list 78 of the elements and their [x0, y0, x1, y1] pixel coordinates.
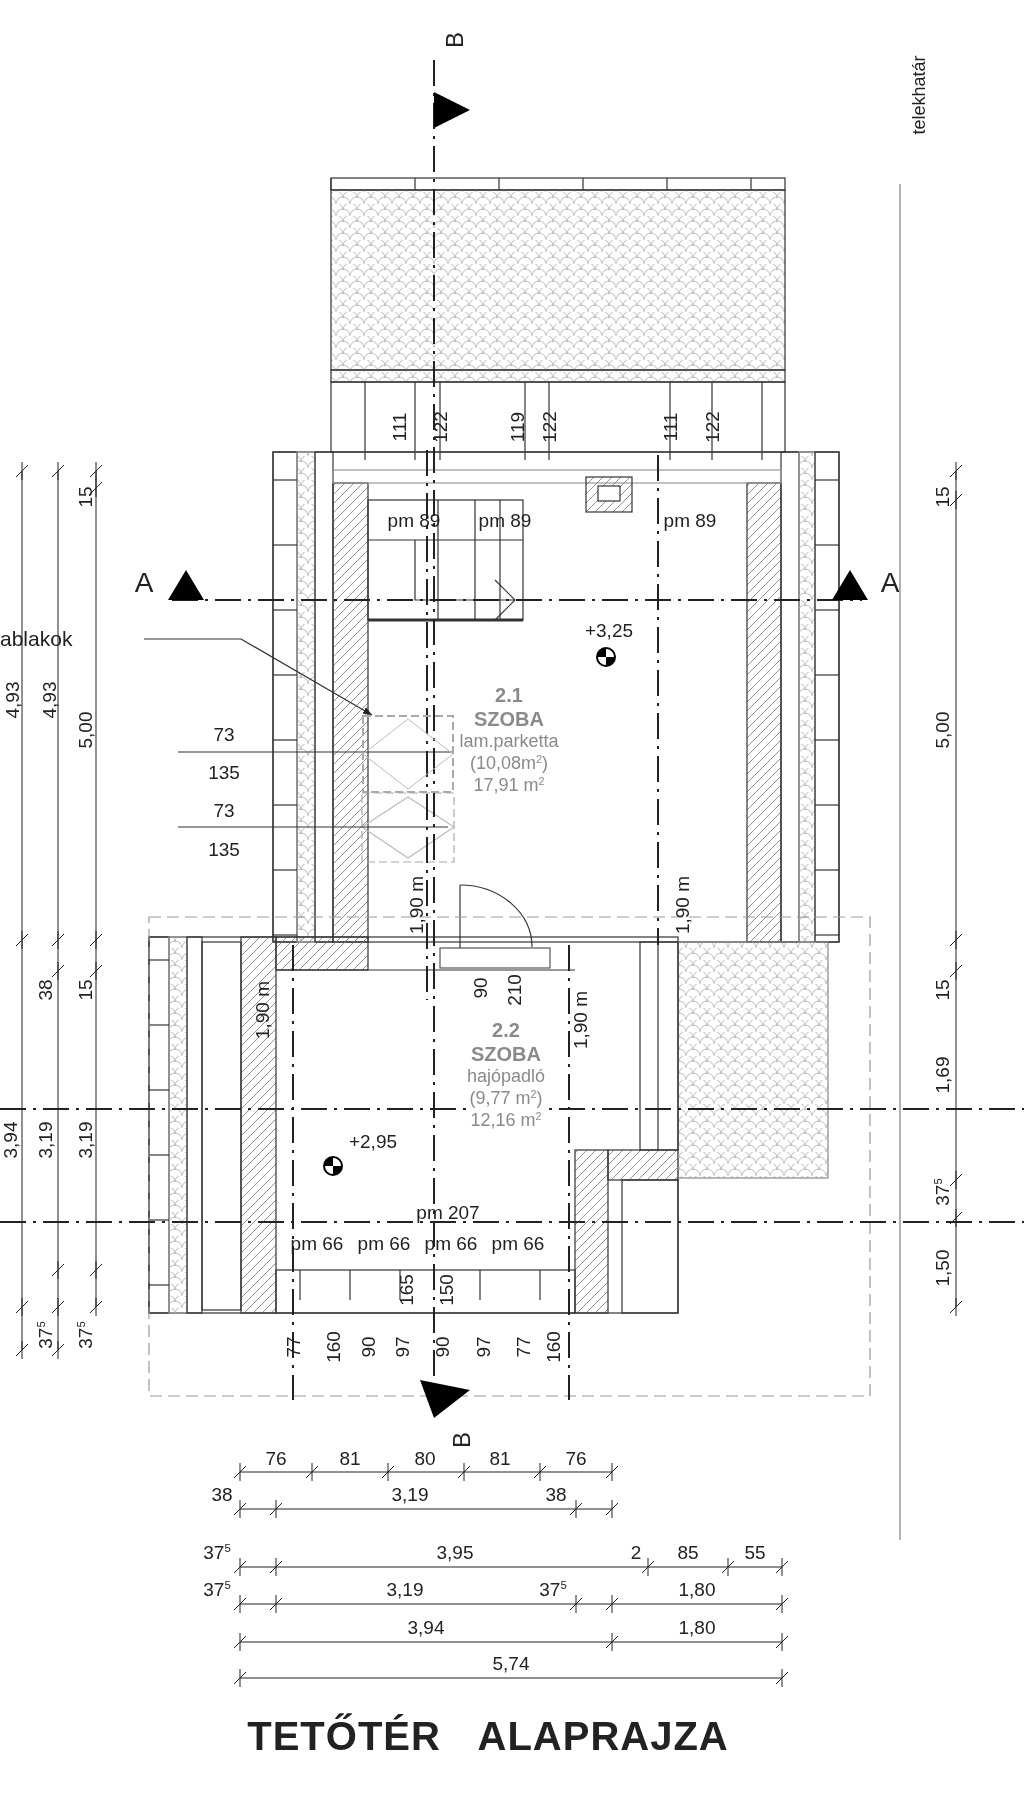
dimension-label: 90	[432, 1336, 452, 1358]
dimension-label: 160	[323, 1331, 343, 1363]
dimension-label: pm 89	[663, 510, 717, 530]
dimension-label: 97	[392, 1336, 412, 1358]
dimension-label: 122	[539, 411, 559, 443]
dimension-label: 73	[213, 800, 235, 820]
dimension-label: pm 66	[424, 1233, 478, 1253]
dimension-label: 38	[35, 979, 55, 1001]
dimension-label: 3,19	[386, 1579, 424, 1599]
dimension-label: 15	[75, 979, 95, 1001]
dimension-label: 3,94	[0, 1121, 20, 1159]
dimension-label: 1,90 m	[252, 980, 272, 1040]
dimension-label: 80	[414, 1448, 436, 1468]
dimension-label: 76	[265, 1448, 287, 1468]
dimension-label: 111	[660, 412, 680, 442]
dimension-label: pm 66	[491, 1233, 545, 1253]
dimension-label: 15	[932, 486, 952, 508]
elevation-label: +2,95	[348, 1131, 398, 1151]
room-area-label: 12,16 m$^{2}$	[468, 1109, 544, 1132]
dimension-label: 1,69	[932, 1056, 952, 1094]
dimension-label: 135	[208, 839, 240, 859]
dimension-label: 15	[75, 486, 95, 508]
dimension-label: 165	[396, 1274, 416, 1306]
dimension-label: 38	[211, 1484, 233, 1504]
dimension-label: 4,93	[39, 681, 59, 719]
section-label: A	[134, 569, 154, 597]
dimension-label: 90	[470, 977, 490, 999]
dimension-label: 1,50	[932, 1249, 952, 1287]
dimension-label: 73	[213, 724, 235, 744]
section-label: B	[443, 32, 467, 48]
leader-line	[143, 638, 373, 716]
elevation-label: +3,25	[584, 620, 634, 640]
dimension-label: 37$^{5}$	[203, 1579, 231, 1599]
dimension-label: 122	[702, 411, 722, 443]
dimension-label: 81	[489, 1448, 511, 1468]
dimension-label: 2	[630, 1542, 642, 1562]
dimension-label: 119	[507, 411, 527, 443]
dimension-label: 5,00	[75, 711, 95, 749]
room-area-label: 17,91 m$^{2}$	[471, 774, 547, 797]
dimension-label: 55	[744, 1542, 766, 1562]
dimension-label: 76	[565, 1448, 587, 1468]
callout-label: ablakok	[0, 627, 140, 651]
dimension-label: 5,00	[932, 711, 952, 749]
dimension-label: 4,93	[2, 681, 22, 719]
dimension-label: 1,90 m	[570, 990, 590, 1050]
dimension-label: 97	[473, 1336, 493, 1358]
floor-finish-label: lam.parketta	[457, 731, 561, 753]
dimension-label: 1,90 m	[672, 875, 692, 935]
dimension-label: 77	[513, 1336, 533, 1358]
dimension-label: 37$^{5}$	[203, 1542, 231, 1562]
boundary-label: telekhatár	[910, 55, 928, 135]
room-area-label: (9,77 m$^{2}$)	[467, 1087, 545, 1110]
dimension-label: 210	[504, 974, 524, 1006]
dimension-label: 37$^{5}$	[539, 1579, 567, 1599]
dimension-label: 38	[545, 1484, 567, 1504]
dimension-label: 1,80	[678, 1579, 716, 1599]
dimension-label: 150	[436, 1274, 456, 1306]
section-label: B	[450, 1432, 474, 1448]
dimension-label: 1,90 m	[406, 875, 426, 935]
dimension-label: 160	[543, 1331, 563, 1363]
dimension-label: 3,95	[436, 1542, 474, 1562]
dimension-label: pm 66	[357, 1233, 411, 1253]
section-label: A	[880, 569, 900, 597]
dimension-label: 85	[677, 1542, 699, 1562]
dimension-label: 111	[389, 412, 409, 442]
dimension-label: 3,19	[75, 1121, 95, 1159]
dimension-label: 3,94	[407, 1617, 445, 1637]
dimension-label: 90	[358, 1336, 378, 1358]
dimension-label: 1,80	[678, 1617, 716, 1637]
dimension-label: 81	[339, 1448, 361, 1468]
dimension-label: 5,74	[492, 1653, 530, 1673]
window	[362, 715, 454, 793]
dimension-label: pm 89	[478, 510, 532, 530]
dimension-label: 3,19	[391, 1484, 429, 1504]
dimension-label: 135	[208, 762, 240, 782]
dimension-label: 3,19	[35, 1121, 55, 1159]
dimension-label: pm 207	[416, 1202, 480, 1222]
dimension-label: 15	[932, 979, 952, 1001]
